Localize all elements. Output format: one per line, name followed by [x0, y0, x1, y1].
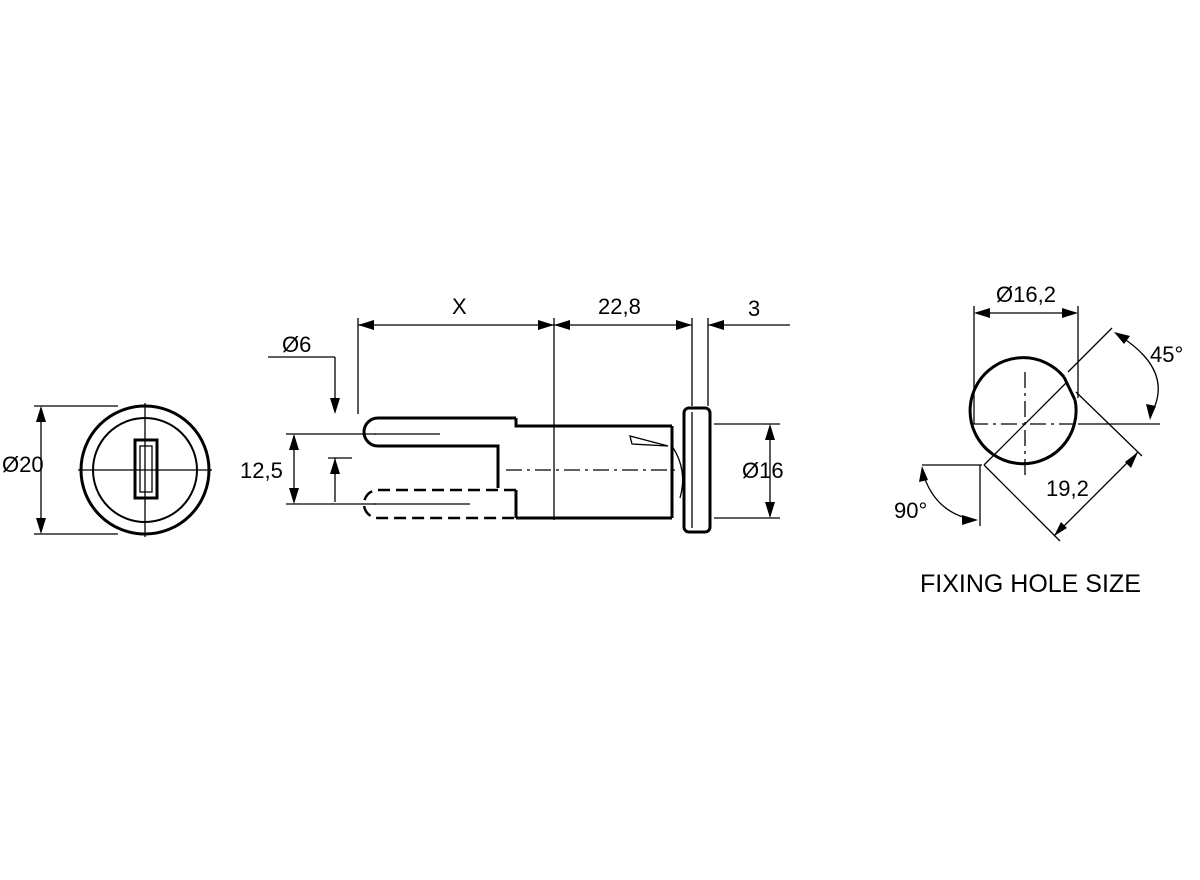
width-19-2-label: 19,2: [1046, 476, 1089, 501]
hole-outline: [968, 356, 1078, 466]
side-view: X 22,8 3 Ø6 12,5 Ø16: [240, 294, 790, 534]
arrow-d162-left: [974, 308, 990, 318]
arrow-d16-top: [765, 424, 775, 440]
arrow-x-left: [358, 320, 374, 330]
flange: [682, 406, 712, 534]
arrow-90-bottom: [962, 515, 978, 525]
arc-90: [921, 469, 977, 521]
arrow-228-right: [676, 320, 692, 330]
arrow-90-top: [919, 466, 928, 482]
dim-3-label: 3: [748, 296, 760, 321]
dim-d6-label: Ø6: [282, 332, 311, 357]
spring-curve: [671, 445, 684, 499]
arrow-12-5-top: [289, 434, 299, 450]
arrow-inner-pin: [330, 458, 340, 474]
hole-flat: [1062, 376, 1077, 401]
arrow-d16-bottom: [765, 502, 775, 518]
arrow-3: [708, 320, 724, 330]
arrow-x-right: [538, 320, 554, 330]
front-view: Ø20: [2, 403, 212, 537]
angle-45-label: 45°: [1150, 342, 1183, 367]
arrow-192-bottom: [1054, 522, 1067, 536]
arrow-d162-right: [1062, 308, 1078, 318]
arrow-d20-bottom: [36, 518, 46, 534]
spring-clip: [629, 435, 669, 447]
dim-x-label: X: [452, 294, 467, 319]
key-slot-inner: [139, 445, 153, 493]
arrow-45-bottom: [1146, 404, 1156, 420]
diameter-20-label: Ø20: [2, 452, 44, 477]
arrow-192-top: [1125, 452, 1138, 468]
fixing-hole-caption: FIXING HOLE SIZE: [920, 570, 1141, 598]
arrow-12-5-bottom: [289, 488, 299, 504]
ext-line-192-top: [1075, 391, 1143, 457]
dim-12-5-label: 12,5: [240, 458, 283, 483]
upper-pin-outline: [362, 416, 516, 488]
dim-line-192: [1053, 451, 1139, 537]
arrow-228-left: [554, 320, 570, 330]
body-top: [514, 418, 672, 428]
dim-22-8-label: 22,8: [598, 294, 641, 319]
ext-line-192-bottom: [983, 464, 1061, 542]
arrow-d6: [330, 398, 340, 414]
fixing-hole-view: Ø16,2 45° 19,2 90° FIXING HOLE SIZE: [894, 282, 1183, 598]
arrow-45-top: [1114, 332, 1130, 344]
hole-diagonal: [983, 382, 1067, 466]
arrow-d20-top: [36, 406, 46, 422]
hole-diameter-label: Ø16,2: [996, 282, 1056, 307]
dim-d16-label: Ø16: [742, 458, 784, 483]
ext-line-45: [1067, 327, 1113, 373]
angle-90-label: 90°: [894, 498, 927, 523]
key-slot: [133, 438, 159, 500]
